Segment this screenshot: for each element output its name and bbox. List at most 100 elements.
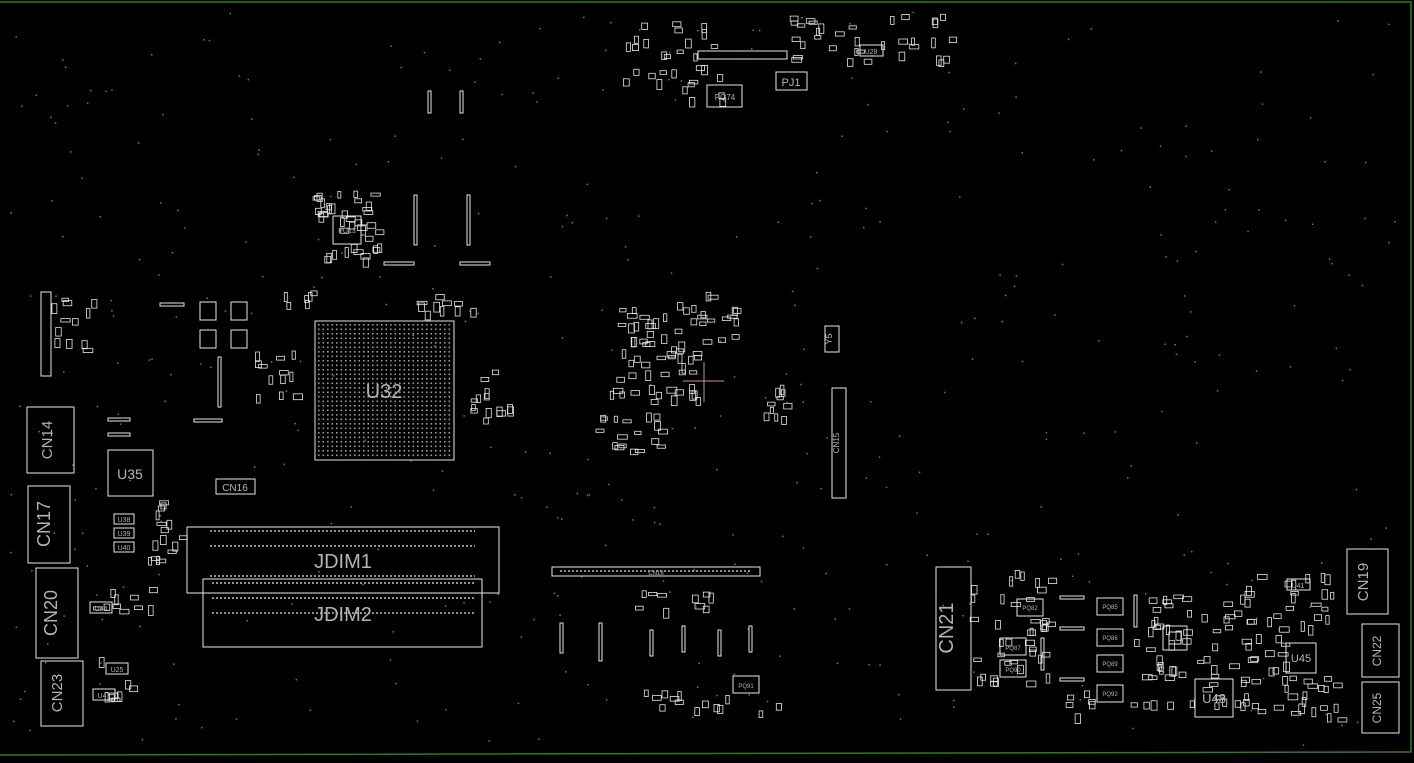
u40-chip[interactable]: U40 bbox=[113, 541, 135, 553]
pq90-label: PQ90 bbox=[1005, 668, 1021, 674]
bga-ball bbox=[403, 418, 406, 421]
bga-ball bbox=[331, 369, 334, 371]
u47-chip[interactable]: U47 bbox=[92, 688, 116, 701]
pq92-component[interactable]: PQ92 bbox=[1096, 684, 1124, 703]
u35-chip[interactable]: U35 bbox=[107, 449, 154, 497]
pu13-component[interactable]: PU13 bbox=[332, 215, 362, 245]
u41-chip[interactable]: U41 bbox=[1286, 578, 1311, 591]
via bbox=[38, 430, 40, 433]
bga-ball bbox=[403, 427, 406, 430]
bga-ball bbox=[322, 450, 325, 452]
bga-ball bbox=[444, 360, 446, 362]
cn17-connector[interactable]: CN17 bbox=[27, 485, 71, 564]
u39-label: U39 bbox=[118, 531, 131, 538]
bga-ball bbox=[444, 441, 446, 443]
passive-component bbox=[366, 222, 377, 229]
via bbox=[692, 716, 694, 718]
u32-bga-chip[interactable]: U32 bbox=[314, 320, 455, 461]
cn15-connector[interactable]: CN15 bbox=[831, 387, 847, 499]
via bbox=[313, 286, 315, 288]
cn23-connector[interactable]: CN23 bbox=[40, 660, 84, 727]
bga-ball bbox=[349, 391, 352, 394]
bga-ball bbox=[448, 423, 451, 425]
bga-ball bbox=[408, 432, 410, 434]
y5-crystal[interactable]: Y5 bbox=[824, 325, 840, 353]
pq90-component[interactable]: PQ90 bbox=[999, 659, 1027, 678]
bga-ball bbox=[367, 450, 370, 452]
bga-ball bbox=[363, 364, 365, 367]
passive-component bbox=[104, 692, 109, 703]
bga-ball bbox=[381, 400, 383, 403]
pq82-component[interactable]: PQ82 bbox=[1016, 598, 1044, 617]
jdim1-dimm-slot[interactable]: JDIM1 bbox=[186, 526, 500, 594]
bga-ball bbox=[376, 328, 379, 331]
via bbox=[379, 276, 381, 278]
passive-component bbox=[783, 402, 793, 410]
via bbox=[444, 605, 447, 607]
cn20-connector[interactable]: CN20 bbox=[35, 567, 79, 659]
bga-ball bbox=[358, 342, 361, 344]
via bbox=[1348, 274, 1350, 277]
bga-ball bbox=[426, 360, 428, 362]
bga-ball bbox=[318, 414, 320, 416]
cn25-connector[interactable]: CN25 bbox=[1361, 681, 1400, 734]
passive-component bbox=[990, 675, 998, 683]
pq86-component[interactable]: PQ86 bbox=[1096, 628, 1124, 647]
pq85-component[interactable]: PQ85 bbox=[1096, 597, 1124, 616]
pq87-component[interactable]: PQ87 bbox=[999, 637, 1027, 656]
bga-ball bbox=[340, 364, 343, 367]
via bbox=[561, 225, 564, 228]
passive-component bbox=[454, 300, 463, 307]
bga-ball bbox=[390, 396, 392, 398]
top-connector[interactable] bbox=[697, 50, 788, 60]
bga-ball bbox=[385, 400, 388, 403]
passive-component bbox=[470, 408, 478, 414]
pq74-component[interactable]: PQ74 bbox=[706, 84, 743, 108]
cn22-connector[interactable]: CN22 bbox=[1361, 623, 1400, 678]
passive-component bbox=[491, 369, 499, 376]
pq89-component[interactable]: PQ89 bbox=[1096, 654, 1124, 673]
u38-chip[interactable]: U38 bbox=[113, 513, 135, 525]
passive-component bbox=[1197, 659, 1205, 665]
bga-ball bbox=[327, 418, 329, 421]
via bbox=[1250, 709, 1252, 712]
bga-ball bbox=[435, 355, 437, 358]
passive-component bbox=[156, 521, 167, 526]
jdim2-dimm-slot[interactable]: JDIM2 bbox=[202, 578, 483, 648]
u28-component[interactable]: U28 bbox=[859, 44, 884, 57]
via bbox=[602, 89, 604, 91]
u45-chip[interactable]: U45 bbox=[1285, 642, 1317, 674]
bga-ball bbox=[439, 396, 442, 398]
cn19-connector[interactable]: CN19 bbox=[1346, 548, 1389, 615]
bga-ball bbox=[358, 432, 361, 434]
u44-chip[interactable]: U44 bbox=[89, 601, 113, 614]
ic-center-right[interactable] bbox=[1162, 625, 1188, 651]
u39-chip[interactable]: U39 bbox=[113, 527, 135, 539]
bga-ball bbox=[345, 378, 347, 380]
cn16-connector[interactable]: CN16 bbox=[215, 478, 256, 495]
passive-component bbox=[480, 376, 490, 382]
bga-ball bbox=[372, 432, 374, 434]
passive-component bbox=[1134, 639, 1140, 647]
via bbox=[10, 212, 12, 214]
bga-ball bbox=[381, 396, 383, 398]
bga-ball bbox=[349, 355, 352, 358]
bga-ball bbox=[435, 396, 437, 398]
cn21-connector[interactable]: CN21 bbox=[935, 566, 972, 691]
bga-ball bbox=[318, 382, 320, 385]
bga-ball bbox=[376, 405, 379, 407]
bga-ball bbox=[381, 355, 383, 358]
u48-chip[interactable]: U48 bbox=[1194, 678, 1234, 718]
passive-component bbox=[1275, 635, 1282, 644]
u25-chip[interactable]: U25 bbox=[105, 662, 129, 675]
cn18-connector[interactable]: CN18 bbox=[551, 566, 761, 577]
cn14-connector[interactable]: CN14 bbox=[26, 406, 75, 474]
bga-ball bbox=[358, 414, 361, 416]
left-vertical-connector[interactable] bbox=[40, 291, 52, 377]
via bbox=[746, 572, 749, 574]
passive-component bbox=[667, 355, 676, 360]
passive-component bbox=[1187, 610, 1193, 618]
pq91-component[interactable]: PQ91 bbox=[732, 675, 760, 694]
passive-component bbox=[66, 338, 73, 349]
pj1-component[interactable]: PJ1 bbox=[775, 71, 808, 91]
